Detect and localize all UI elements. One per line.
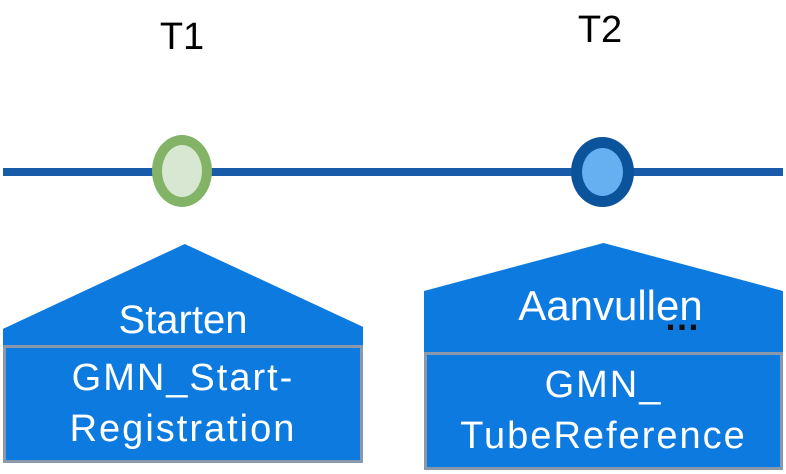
milestone-marker-t1 bbox=[152, 135, 212, 207]
milestone-marker-t2 bbox=[571, 137, 634, 207]
timepoint-label-t1: T1 bbox=[159, 16, 205, 58]
form-box-gmn-start-registration: GMN_Start- Registration bbox=[3, 345, 363, 463]
event-label-starten: Starten bbox=[118, 298, 248, 342]
form-box-gmn-tubereference: GMN_ TubeReference bbox=[424, 352, 783, 470]
event-house-starten: Starten bbox=[3, 244, 363, 345]
timeline-line bbox=[3, 168, 783, 176]
form-box-line: TubeReference bbox=[460, 415, 747, 457]
event-house-aanvullen: Aanvullen bbox=[424, 243, 783, 352]
ellipsis-indicator: … bbox=[664, 297, 701, 338]
form-box-line: Registration bbox=[69, 408, 297, 450]
event-label-aanvullen: Aanvullen bbox=[518, 282, 703, 329]
form-box-line: GMN_ bbox=[544, 364, 663, 406]
timepoint-label-t2: T2 bbox=[577, 9, 623, 51]
form-box-line: GMN_Start- bbox=[71, 357, 295, 399]
